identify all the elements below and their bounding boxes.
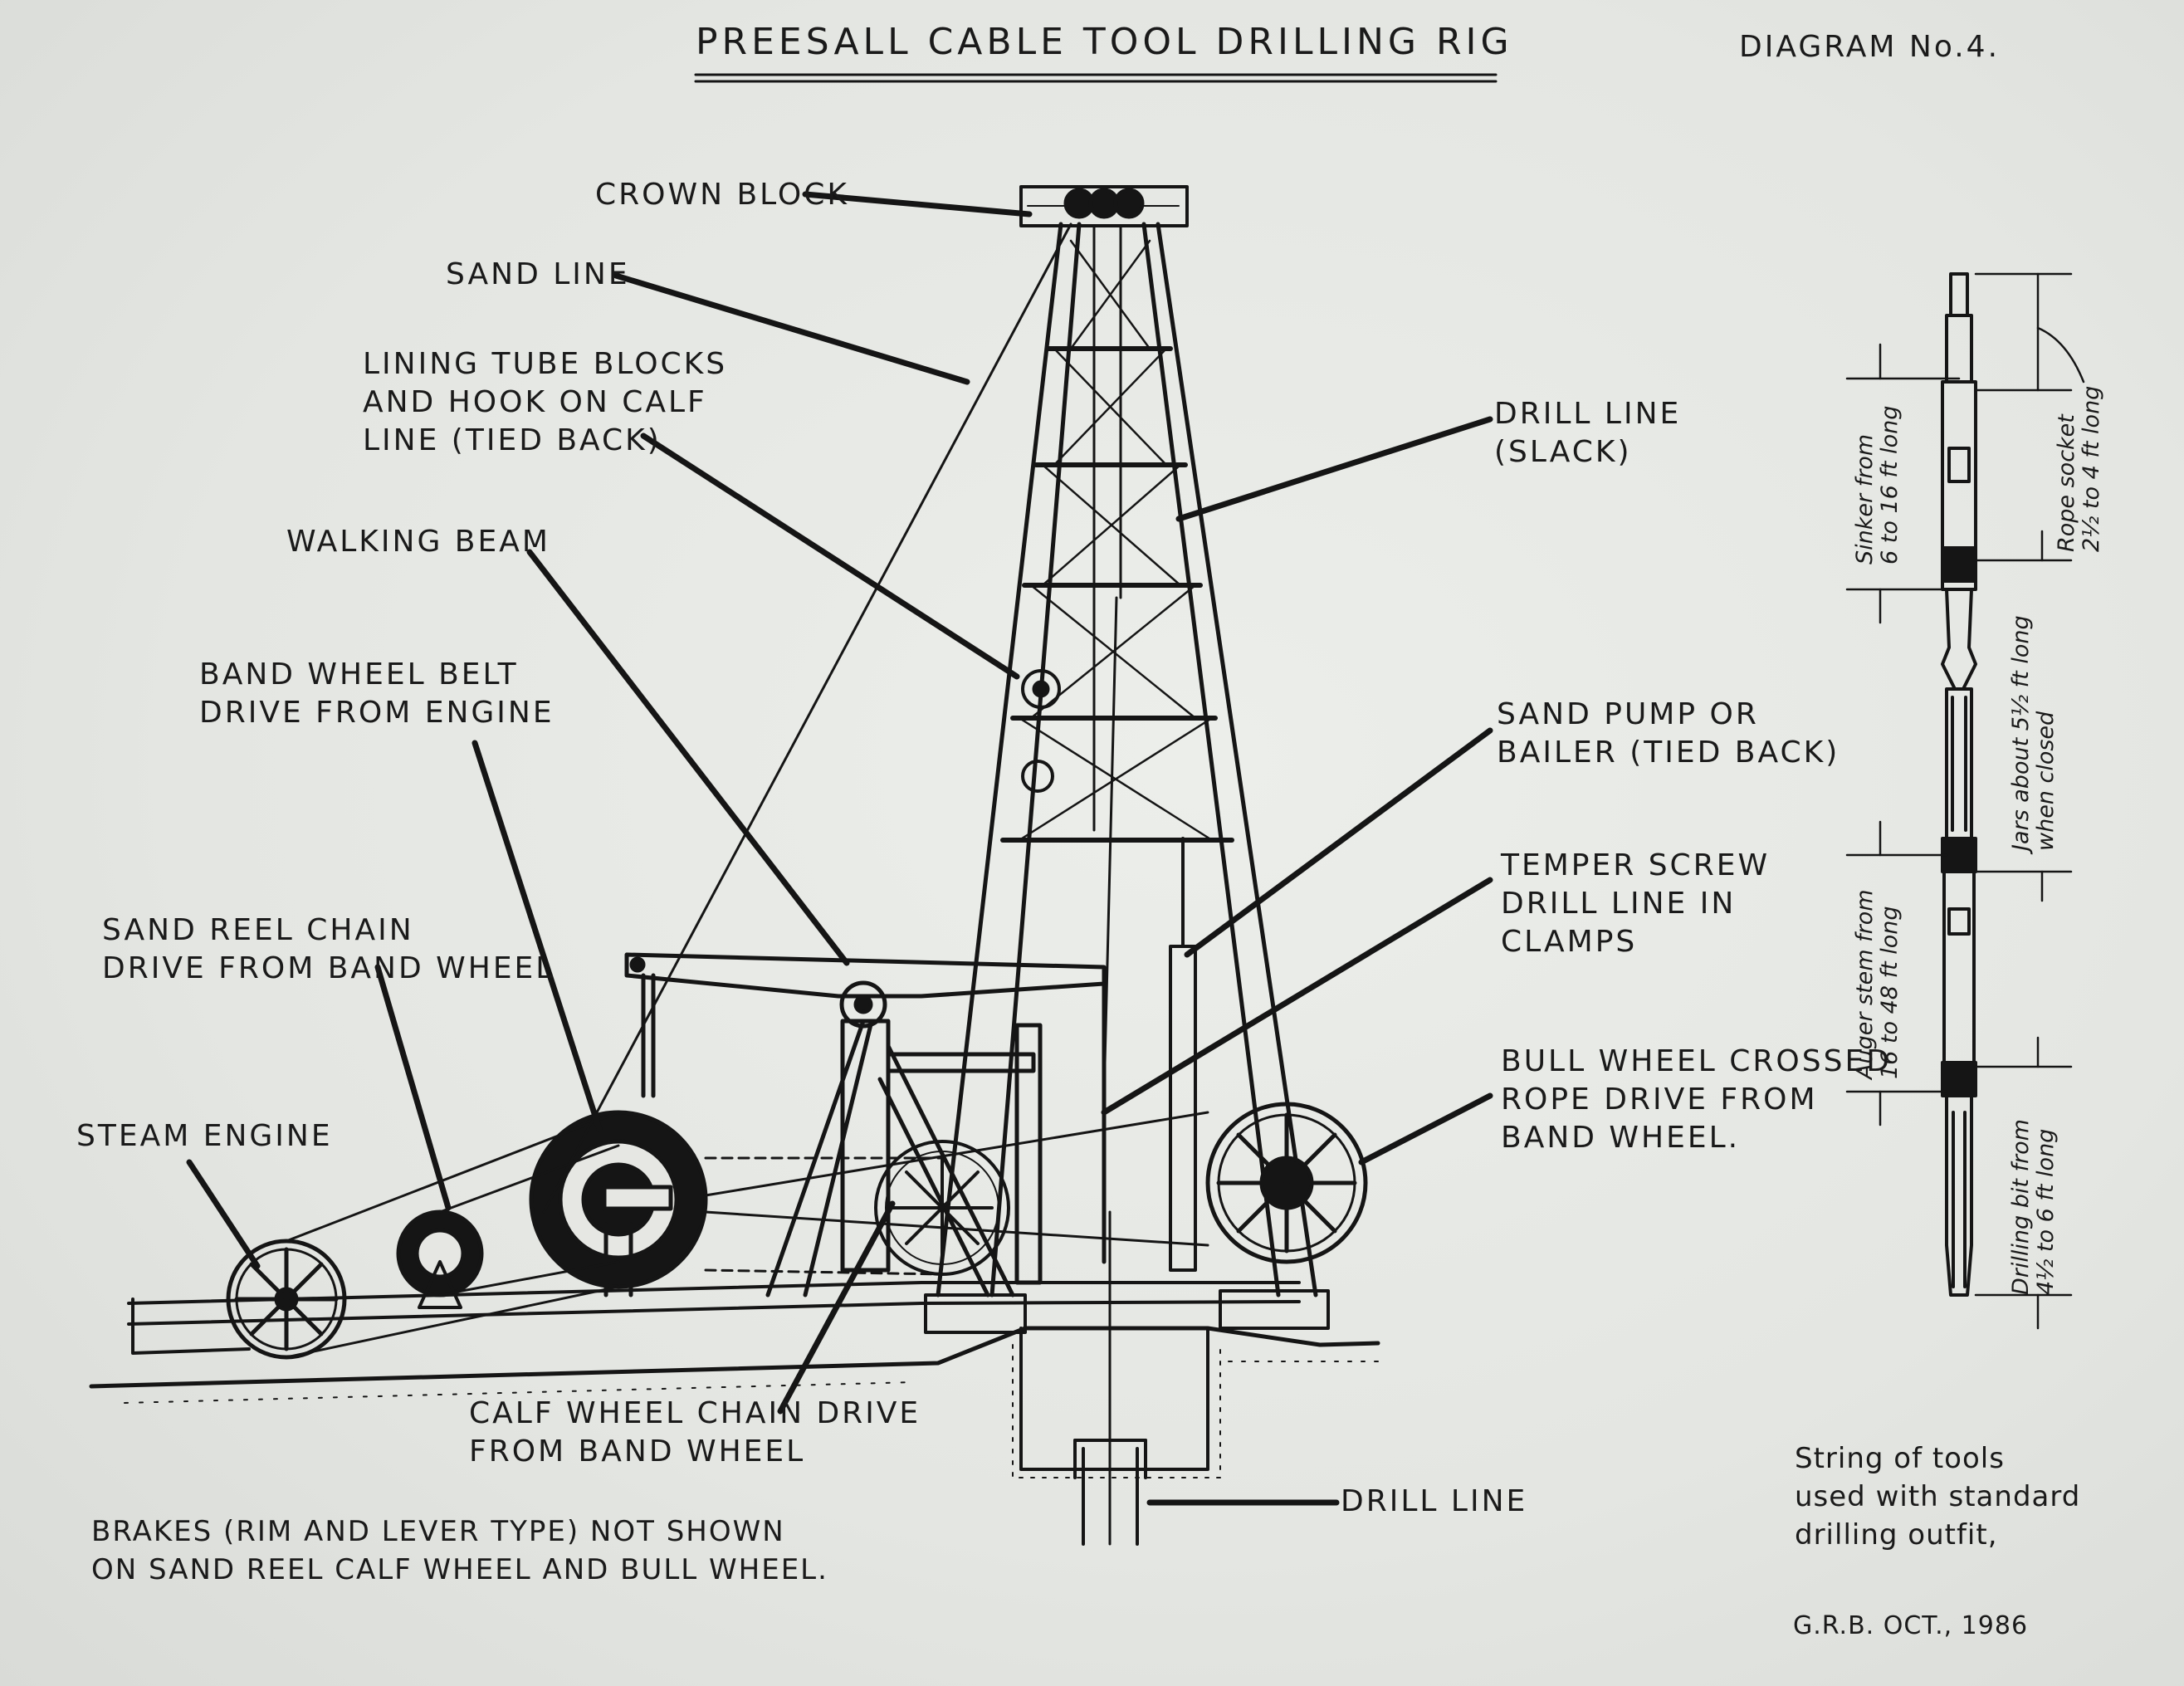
label-jars-line-1: Jars about 5½ ft long xyxy=(2008,615,2034,851)
label-rope-socket-line-1: Rope socket xyxy=(2054,414,2079,552)
brakes-note-line-1: BRAKES (RIM AND LEVER TYPE) NOT SHOWN xyxy=(91,1515,785,1548)
leader-lines xyxy=(186,191,1493,1506)
label-sand-reel-chain: SAND REEL CHAIN DRIVE FROM BAND WHEEL xyxy=(102,911,555,988)
label-crown-block: CROWN BLOCK xyxy=(595,178,850,212)
sand-line xyxy=(542,222,1072,1214)
label-bull-wheel-line-2: ROPE DRIVE FROM xyxy=(1501,1082,1818,1117)
title-underline xyxy=(694,73,1498,83)
bull-wheel xyxy=(1205,1102,1368,1264)
label-rope-socket-line-2: 2½ to 4 ft long xyxy=(2079,385,2104,552)
label-band-wheel-belt: BAND WHEEL BELT DRIVE FROM ENGINE xyxy=(199,656,555,732)
label-drilling-bit: Drilling bit from 4½ to 6 ft long xyxy=(2008,1119,2059,1295)
label-calf-wheel-chain: CALF WHEEL CHAIN DRIVE FROM BAND WHEEL xyxy=(469,1395,921,1471)
dimension-markers xyxy=(1845,272,2085,1330)
label-drill-line-slack-line-2: (SLACK) xyxy=(1494,435,1632,469)
rig-base xyxy=(127,1281,1330,1355)
label-temper-screw-line-3: CLAMPS xyxy=(1501,925,1638,959)
tool-string-caption-line-2: used with standard xyxy=(1795,1480,2081,1513)
label-sand-reel-chain-line-1: SAND REEL CHAIN xyxy=(102,913,414,947)
label-sand-pump: SAND PUMP OR BAILER (TIED BACK) xyxy=(1497,696,1840,772)
label-auger-stem: Auger stem from 16 to 48 ft long xyxy=(1852,889,1903,1079)
label-bull-wheel: BULL WHEEL CROSSED ROPE DRIVE FROM BAND … xyxy=(1501,1043,1892,1157)
label-auger-stem-line-1: Auger stem from xyxy=(1852,889,1878,1079)
label-jars: Jars about 5½ ft long when closed xyxy=(2008,615,2059,851)
label-sinker-line-1: Sinker from xyxy=(1852,433,1878,564)
label-temper-screw-line-1: TEMPER SCREW xyxy=(1501,848,1771,882)
drive-belts xyxy=(285,1111,1209,1359)
tool-string xyxy=(1941,272,1977,1297)
label-lining-tube: LINING TUBE BLOCKS AND HOOK ON CALF LINE… xyxy=(363,345,727,460)
label-calf-wheel-chain-line-2: FROM BAND WHEEL xyxy=(469,1434,806,1469)
label-calf-wheel-chain-line-1: CALF WHEEL CHAIN DRIVE xyxy=(469,1396,921,1430)
steam-engine xyxy=(226,1239,347,1360)
label-rope-socket: Rope socket 2½ to 4 ft long xyxy=(2054,385,2104,552)
label-sand-pump-line-1: SAND PUMP OR xyxy=(1497,697,1759,731)
label-temper-screw-line-2: DRILL LINE IN xyxy=(1501,887,1737,921)
label-bull-wheel-line-1: BULL WHEEL CROSSED xyxy=(1501,1044,1892,1078)
sand-pump-bailer xyxy=(1169,837,1197,1272)
label-drilling-bit-line-2: 4½ to 6 ft long xyxy=(2033,1128,2059,1295)
label-temper-screw: TEMPER SCREW DRILL LINE IN CLAMPS xyxy=(1501,847,1770,961)
label-jars-line-2: when closed xyxy=(2033,711,2059,851)
diagram-title: PREESALL CABLE TOOL DRILLING RIG xyxy=(696,21,1513,63)
label-walking-beam: WALKING BEAM xyxy=(286,525,550,559)
label-bull-wheel-line-3: BAND WHEEL. xyxy=(1501,1121,1741,1155)
label-lining-tube-line-2: AND HOOK ON CALF xyxy=(363,385,707,419)
label-drill-line-bottom: DRILL LINE xyxy=(1341,1484,1528,1518)
derrick xyxy=(936,185,1318,1297)
calf-wheel xyxy=(874,1140,1010,1276)
tool-string-caption-line-3: drilling outfit, xyxy=(1795,1518,1998,1552)
brakes-note: BRAKES (RIM AND LEVER TYPE) NOT SHOWN ON… xyxy=(91,1513,828,1589)
label-sand-pump-line-2: BAILER (TIED BACK) xyxy=(1497,735,1840,770)
label-sand-line: SAND LINE xyxy=(446,257,630,291)
label-drill-line-slack-line-1: DRILL LINE xyxy=(1494,397,1682,431)
label-auger-stem-line-2: 16 to 48 ft long xyxy=(1877,906,1903,1079)
label-sinker-line-2: 6 to 16 ft long xyxy=(1877,405,1903,564)
walking-beam-assembly xyxy=(624,952,1107,1297)
signature: G.R.B. OCT., 1986 xyxy=(1793,1611,2029,1640)
band-wheel xyxy=(529,1110,708,1297)
label-band-wheel-belt-line-1: BAND WHEEL BELT xyxy=(199,657,519,692)
label-band-wheel-belt-line-2: DRIVE FROM ENGINE xyxy=(199,696,555,730)
drill-hole xyxy=(1073,1210,1147,1546)
label-steam-engine: STEAM ENGINE xyxy=(76,1119,333,1153)
label-drill-line-slack: DRILL LINE (SLACK) xyxy=(1494,395,1681,472)
tool-string-caption-line-1: String of tools xyxy=(1795,1442,2005,1475)
ground xyxy=(89,1326,1380,1478)
label-lining-tube-line-3: LINE (TIED BACK) xyxy=(363,423,662,457)
brakes-note-line-2: ON SAND REEL CALF WHEEL AND BULL WHEEL. xyxy=(91,1553,828,1586)
label-drilling-bit-line-1: Drilling bit from xyxy=(2008,1119,2034,1295)
label-sand-reel-chain-line-2: DRIVE FROM BAND WHEEL xyxy=(102,951,555,985)
label-sinker: Sinker from 6 to 16 ft long xyxy=(1852,405,1903,564)
diagram-number: DIAGRAM No.4. xyxy=(1739,30,2001,64)
tool-string-caption: String of tools used with standard drill… xyxy=(1795,1439,2080,1554)
label-lining-tube-line-1: LINING TUBE BLOCKS xyxy=(363,347,728,381)
